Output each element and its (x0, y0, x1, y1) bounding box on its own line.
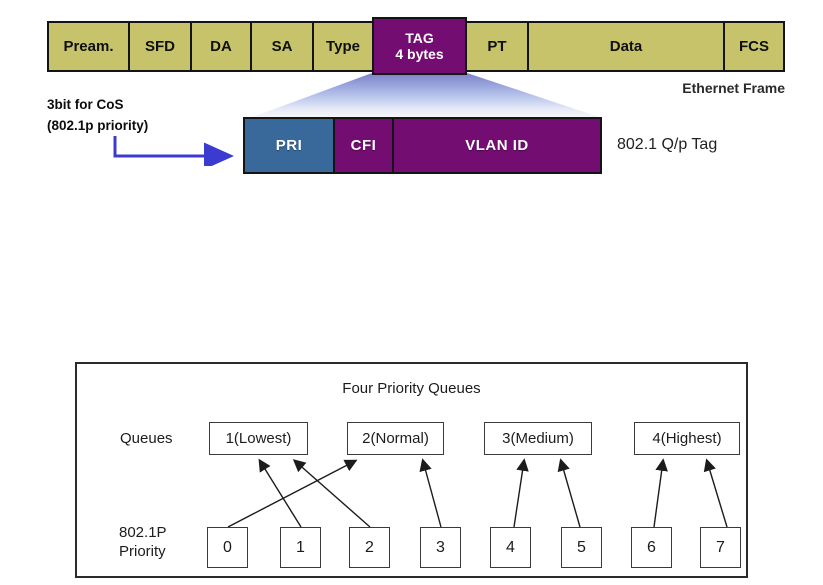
arrow-p3-to-q2 (419, 458, 442, 528)
tag-section-vlan-id: VLAN ID (394, 119, 600, 172)
arrow-p1-to-q1 (258, 458, 302, 528)
ethernet-frame-caption: Ethernet Frame (682, 80, 785, 96)
tag-bar-caption: 802.1 Q/p Tag (617, 136, 718, 153)
priority-queue-diagram: Four Priority Queues Queues 1(Lowest) 2(… (75, 362, 748, 578)
priority-box-4: 4 (490, 527, 531, 568)
tag-section-cfi: CFI (335, 119, 394, 172)
priority-box-7: 7 (700, 527, 741, 568)
frame-field-sa: SA (250, 21, 314, 72)
priority-queue-title: Four Priority Queues (342, 380, 481, 397)
queues-row-label: Queues (120, 430, 173, 447)
cos-arrow (113, 136, 234, 166)
priority-row-label: 802.1P Priority (119, 523, 167, 561)
frame-field-da: DA (190, 21, 252, 72)
frame-field-pt: PT (465, 21, 529, 72)
cos-annotation-line2: (802.1p priority) (47, 117, 149, 133)
priority-box-2: 2 (349, 527, 390, 568)
priority-row-label-line1: 802.1P (119, 524, 167, 541)
arrow-p5-to-q3 (557, 458, 581, 528)
cos-annotation-line1: 3bit for CoS (47, 97, 124, 112)
tag-field-sublabel: 4 bytes (395, 46, 444, 62)
frame-field-fcs: FCS (723, 21, 785, 72)
arrow-p4-to-q3 (513, 458, 529, 528)
arrow-p6-to-q4 (653, 458, 668, 528)
queue-box-4-highest: 4(Highest) (634, 422, 740, 455)
priority-mapping-arrows (227, 458, 728, 528)
priority-box-5: 5 (561, 527, 602, 568)
priority-box-6: 6 (631, 527, 672, 568)
queue-box-2-normal: 2(Normal) (347, 422, 444, 455)
queue-box-3-medium: 3(Medium) (484, 422, 592, 455)
priority-box-0: 0 (207, 527, 248, 568)
frame-field-tag: TAG 4 bytes (372, 17, 467, 75)
priority-row-label-line2: Priority (119, 543, 166, 560)
tag-detail-bar: PRI CFI VLAN ID (243, 117, 602, 174)
frame-field-data: Data (527, 21, 725, 72)
priority-box-3: 3 (420, 527, 461, 568)
tag-section-pri: PRI (245, 119, 335, 172)
arrow-p7-to-q4 (703, 458, 728, 528)
queue-box-1-lowest: 1(Lowest) (209, 422, 308, 455)
cos-annotation: 3bit for CoS (802.1p priority) (47, 95, 148, 137)
tag-expansion-funnel (250, 73, 602, 118)
arrow-p0-to-q2 (227, 459, 358, 528)
tag-field-label: TAG (405, 29, 434, 46)
frame-field-sfd: SFD (128, 21, 192, 72)
frame-field-type: Type (312, 21, 374, 72)
frame-field-preamble: Pream. (47, 21, 130, 72)
priority-box-1: 1 (280, 527, 321, 568)
arrow-p2-to-q1 (292, 459, 371, 528)
